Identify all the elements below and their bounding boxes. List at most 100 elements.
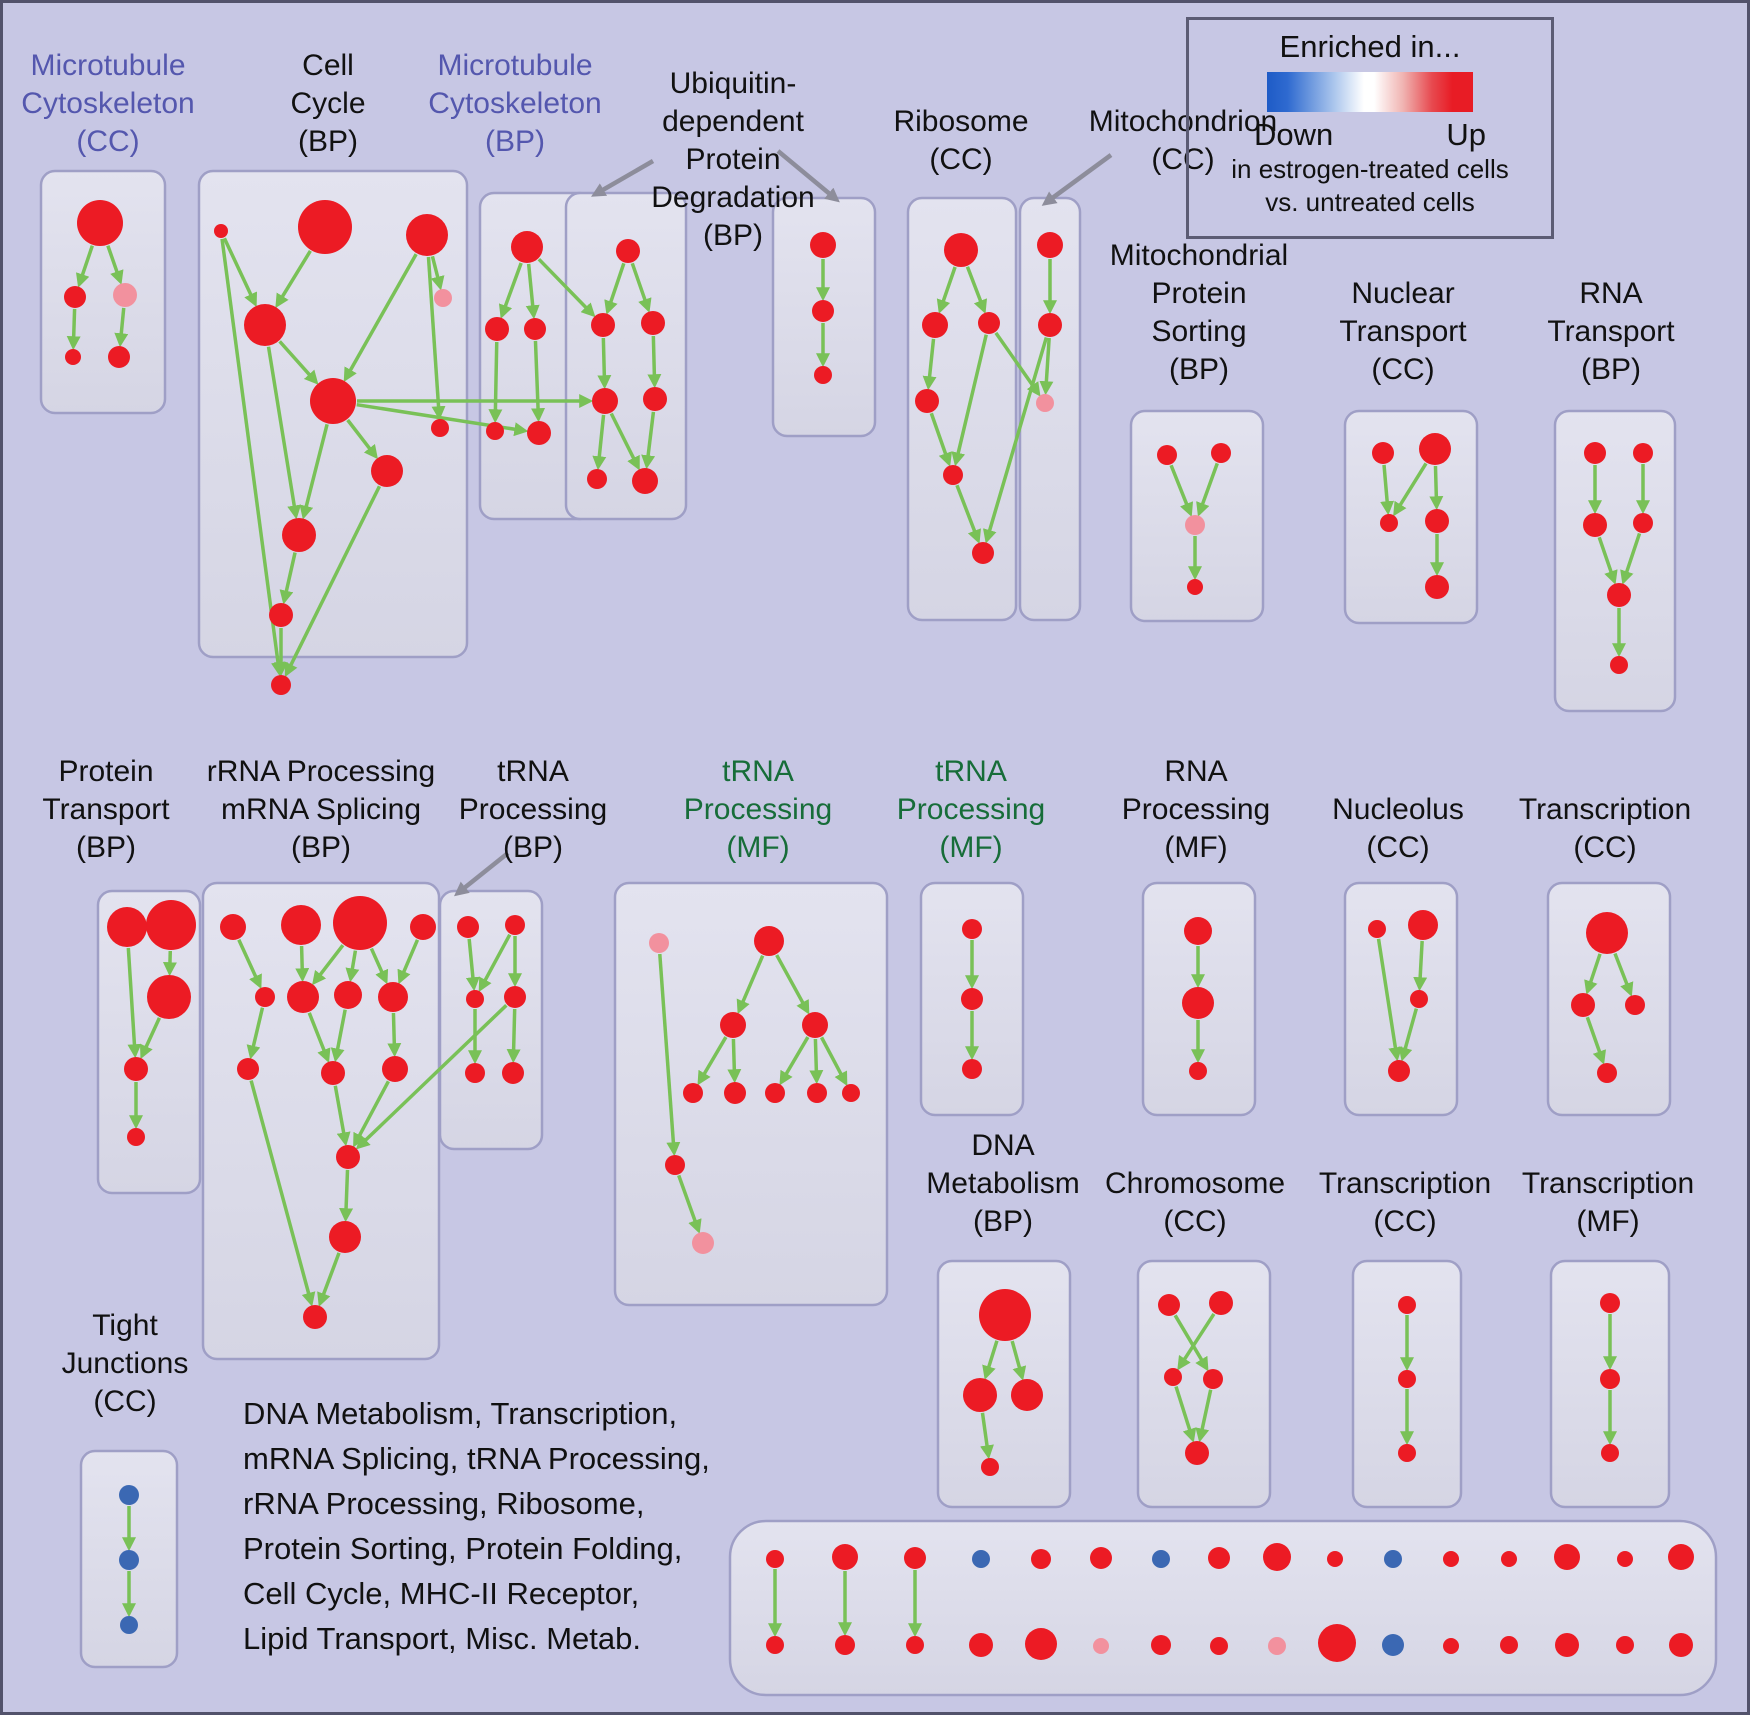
go-term-node xyxy=(1380,514,1398,532)
go-term-node xyxy=(1583,513,1607,537)
network-edge xyxy=(1398,1008,1419,1062)
misc-note-line: mRNA Splicing, tRNA Processing, xyxy=(243,1441,710,1476)
network-edge xyxy=(1584,953,1602,995)
network-edge xyxy=(106,245,124,285)
network-edge xyxy=(75,245,94,288)
legend-box: Enriched in... Down Up in estrogen-treat… xyxy=(1186,17,1554,239)
go-term-node xyxy=(981,1458,999,1476)
go-term-node xyxy=(1607,583,1631,607)
go-term-node xyxy=(979,1289,1031,1341)
network-edge xyxy=(66,308,81,351)
go-term-node xyxy=(64,286,86,308)
network-edge xyxy=(647,335,662,389)
go-term-node xyxy=(643,387,667,411)
go-term-node xyxy=(1668,1544,1694,1570)
go-term-node xyxy=(371,455,403,487)
go-term-node xyxy=(119,1550,139,1570)
network-edge xyxy=(387,1012,402,1058)
go-term-node xyxy=(766,1550,784,1568)
network-edge xyxy=(677,1174,702,1234)
go-term-node xyxy=(943,465,963,485)
go-term-node xyxy=(814,366,832,384)
network-edge xyxy=(592,414,607,471)
network-edge xyxy=(1376,938,1403,1062)
go-term-node xyxy=(108,346,130,368)
go-term-node xyxy=(1203,1369,1223,1389)
go-term-node xyxy=(527,421,551,445)
network-edge xyxy=(922,338,937,391)
cluster-label-transcription-cc-2: Transcription(CC) xyxy=(1319,1167,1491,1238)
go-term-node xyxy=(466,990,484,1008)
network-edge xyxy=(1039,337,1054,396)
go-term-node xyxy=(1501,1551,1517,1567)
go-term-node xyxy=(504,986,526,1008)
network-edge xyxy=(249,1080,316,1307)
go-term-node xyxy=(1633,443,1653,463)
go-term-node xyxy=(255,987,275,1007)
network-edge xyxy=(333,1085,351,1147)
network-edge xyxy=(820,1036,848,1087)
network-edge xyxy=(353,1080,390,1148)
go-term-node xyxy=(485,317,509,341)
network-edge xyxy=(114,307,129,348)
go-term-node xyxy=(665,1155,685,1175)
go-term-node xyxy=(1011,1379,1043,1411)
go-term-node xyxy=(1669,1633,1693,1657)
go-term-node xyxy=(1038,313,1062,337)
go-term-node xyxy=(972,542,994,564)
legend-down-label: Down xyxy=(1254,117,1334,152)
network-edge xyxy=(1393,462,1428,517)
go-term-node xyxy=(810,232,836,258)
go-term-node xyxy=(505,915,525,935)
network-edge xyxy=(982,1340,999,1380)
go-term-node xyxy=(511,231,543,263)
go-term-node xyxy=(1093,1638,1109,1654)
go-term-node xyxy=(434,289,452,307)
go-term-node xyxy=(641,311,665,335)
go-term-node xyxy=(915,389,939,413)
network-edge xyxy=(275,249,312,309)
go-term-node xyxy=(724,1082,746,1104)
go-term-node xyxy=(1090,1547,1112,1569)
go-term-node xyxy=(1584,442,1606,464)
network-edge xyxy=(982,336,1049,544)
go-term-node xyxy=(904,1547,926,1569)
cluster-label-ribosome-cc: Ribosome(CC) xyxy=(893,105,1028,176)
layer-nodes xyxy=(64,200,1694,1662)
go-term-node xyxy=(683,1083,703,1103)
go-term-node xyxy=(282,518,316,552)
go-term-node xyxy=(1586,912,1628,954)
go-term-node xyxy=(431,419,449,437)
cluster-box-trna-processing-mf-large xyxy=(613,881,889,1307)
go-term-node xyxy=(1571,993,1595,1017)
go-term-node xyxy=(382,1056,408,1082)
go-term-node xyxy=(1184,917,1212,945)
network-edge xyxy=(1174,1386,1197,1443)
network-edge xyxy=(597,337,612,390)
go-term-node xyxy=(1152,1550,1170,1568)
network-edge xyxy=(397,939,420,985)
network-edge xyxy=(736,955,765,1015)
cluster-label-transcription-cc: Transcription(CC) xyxy=(1519,793,1691,864)
network-edge xyxy=(478,933,512,993)
network-edge xyxy=(426,256,446,421)
go-term-node xyxy=(457,916,479,938)
network-edge xyxy=(727,1038,742,1084)
go-term-node xyxy=(1151,1635,1171,1655)
network-edge xyxy=(809,1038,824,1085)
go-term-node xyxy=(1368,920,1386,938)
go-term-node xyxy=(119,1485,139,1505)
go-term-node xyxy=(310,378,356,424)
go-term-node xyxy=(298,200,352,254)
go-term-node xyxy=(1554,1544,1580,1570)
network-edge xyxy=(1613,952,1634,997)
go-term-node xyxy=(1425,575,1449,599)
misc-note: DNA Metabolism, Transcription,mRNA Splic… xyxy=(243,1391,710,1661)
go-term-node xyxy=(1372,442,1394,464)
